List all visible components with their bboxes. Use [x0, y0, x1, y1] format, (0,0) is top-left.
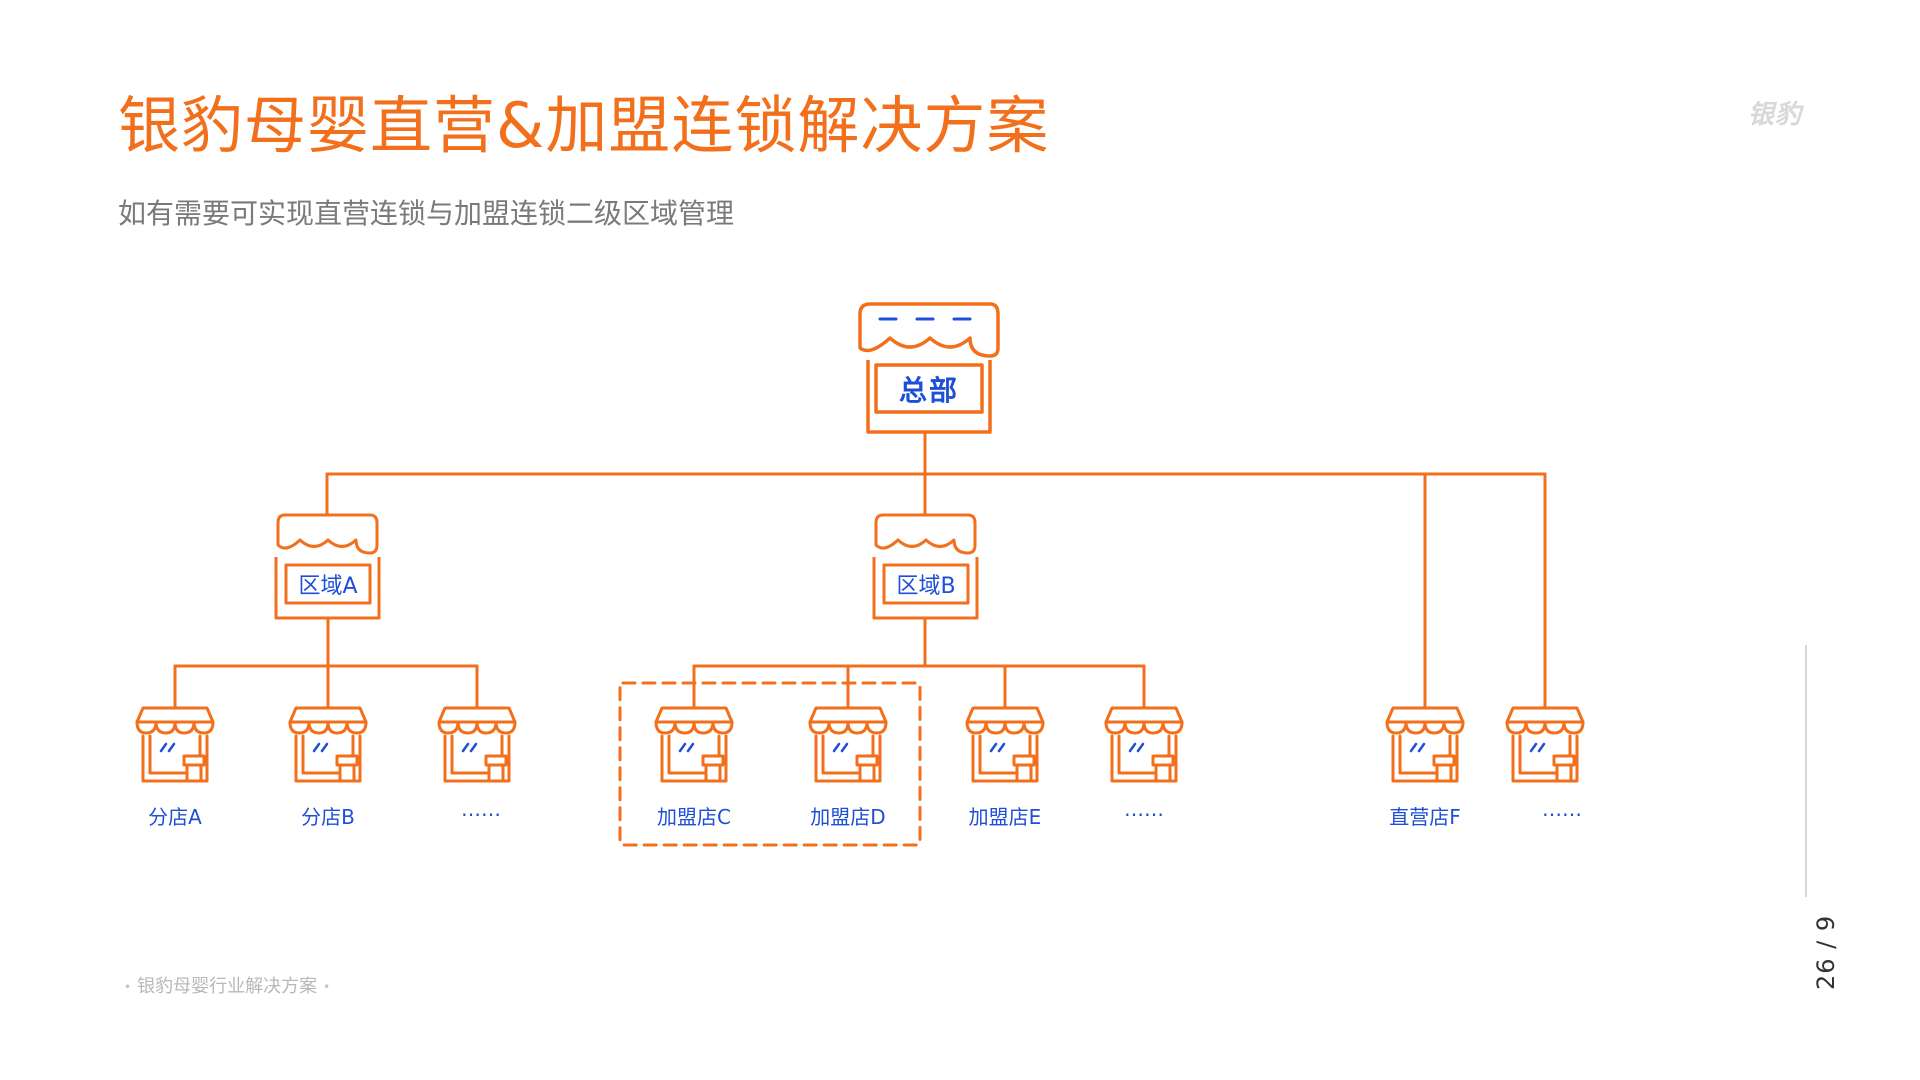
footer-caption: •银豹母婴行业解决方案• [124, 976, 331, 997]
store-label: 直营店F [1389, 805, 1461, 829]
shop-icon [808, 706, 888, 783]
store-label: 加盟店C [657, 805, 731, 829]
shop-icon [965, 706, 1045, 783]
page-title: 银豹母婴直营&加盟连锁解决方案 [118, 89, 1050, 162]
page-number: 26 / 9 [1812, 914, 1840, 990]
shop-icon [654, 706, 734, 783]
region-building-b [872, 513, 979, 620]
franchise-group-box [618, 681, 922, 847]
headquarters-label: 总部 [898, 374, 960, 407]
shop-icon [437, 706, 517, 783]
store-label: 加盟店D [810, 805, 886, 829]
store-label: …… [1542, 797, 1582, 821]
region-label-a: 区域A [298, 574, 358, 599]
store-label: 加盟店E [968, 805, 1042, 829]
brand-logo: 银豹 [1748, 100, 1803, 130]
side-divider [1805, 645, 1807, 897]
shop-icon [1505, 706, 1585, 783]
shop-icon [1385, 706, 1465, 783]
region-label-b: 区域B [896, 574, 956, 599]
store-label: …… [1124, 797, 1164, 821]
store-label: 分店B [301, 805, 355, 829]
page-subtitle: 如有需要可实现直营连锁与加盟连锁二级区域管理 [118, 197, 735, 230]
headquarters-building [858, 302, 1000, 434]
bullet-icon: • [124, 980, 132, 994]
shop-icon [135, 706, 215, 783]
shop-icon [1104, 706, 1184, 783]
shop-icon [288, 706, 368, 783]
store-label: …… [461, 797, 501, 821]
connector-lines [173, 430, 1547, 710]
region-building-a [274, 513, 381, 620]
store-label: 分店A [148, 805, 202, 829]
bullet-icon: • [323, 980, 331, 994]
